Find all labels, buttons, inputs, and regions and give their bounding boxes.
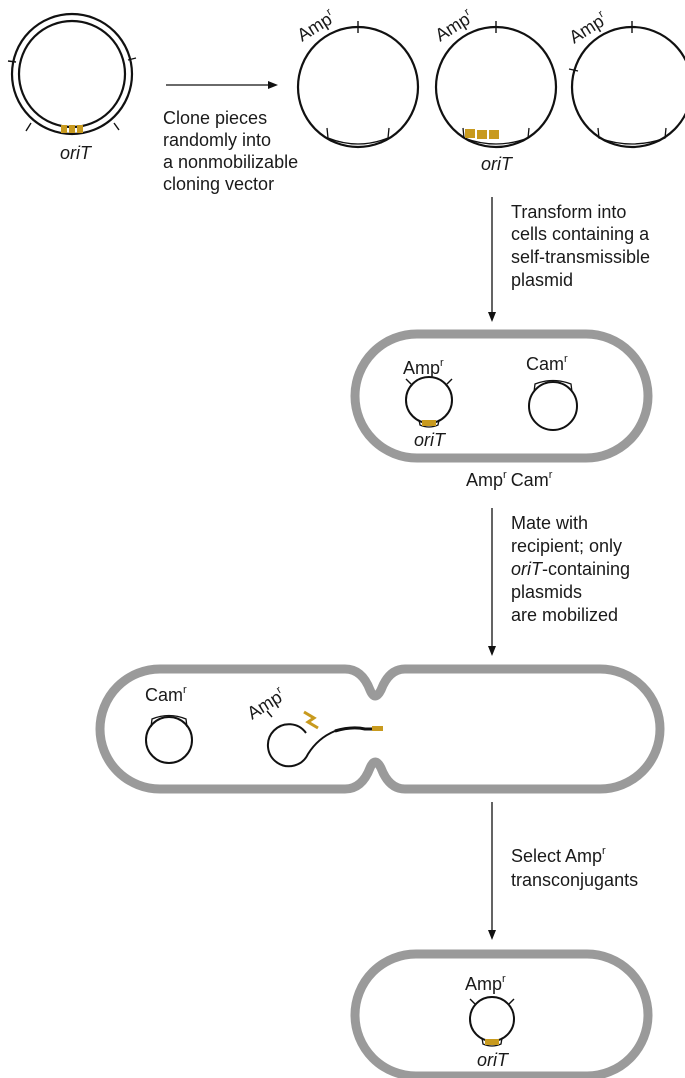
amp-label: Ampr (243, 684, 289, 724)
amp-orit-plasmid: Ampr oriT (465, 973, 515, 1070)
select-step-text: Select Ampr transconjugants (511, 845, 638, 890)
orit-label: oriT (60, 143, 93, 163)
mate-text-line-2: recipient; only (511, 536, 622, 556)
amp-label: Ampr (565, 8, 611, 48)
transform-text-line-3: self-transmissible (511, 247, 650, 267)
mate-text-line-3: oriT-containing (511, 559, 630, 579)
cam-label: Camr (145, 684, 187, 705)
clone-text-line-1: Clone pieces (163, 108, 267, 128)
clone-step-text: Clone pieces randomly into a nonmobiliza… (163, 108, 298, 194)
amp-label: Ampr (431, 6, 477, 46)
mobilizing-amp-plasmid: Ampr (243, 684, 383, 768)
transform-text-line-2: cells containing a (511, 224, 650, 244)
cam-plasmid: Camr (526, 353, 578, 431)
mate-step-text: Mate with recipient; only oriT-containin… (511, 513, 630, 625)
vector-plasmid-3: Ampr (565, 8, 685, 149)
mate-text-line-1: Mate with (511, 513, 588, 533)
orit-segment-marker (61, 125, 83, 133)
donor-cell: Ampr oriT Camr (350, 329, 653, 463)
vector-plasmid-1: Ampr (293, 6, 420, 149)
clone-text-line-2: randomly into (163, 130, 271, 150)
transform-text-line-4: plasmid (511, 270, 573, 290)
transform-step-text: Transform into cells containing a self-t… (511, 202, 650, 290)
amp-label: Ampr (465, 973, 506, 994)
mate-arrow (488, 508, 496, 656)
mate-text-line-4: plasmids (511, 582, 582, 602)
source-plasmid: oriT (7, 12, 137, 163)
cam-label: Camr (526, 353, 568, 374)
select-text-line-2: transconjugants (511, 870, 638, 890)
orit-label: oriT (477, 1050, 510, 1070)
orit-label: oriT (414, 430, 447, 450)
transform-text-line-1: Transform into (511, 202, 626, 222)
mate-text-line-5: are mobilized (511, 605, 618, 625)
select-arrow (488, 802, 496, 940)
select-text-line-1: Select Ampr (511, 845, 606, 866)
amp-label: Ampr (403, 357, 444, 378)
amp-orit-plasmid: Ampr oriT (403, 357, 453, 450)
clone-arrow (166, 81, 278, 89)
clone-text-line-3: a nonmobilizable (163, 152, 298, 172)
clone-text-line-4: cloning vector (163, 174, 274, 194)
cam-plasmid: Camr (145, 684, 193, 764)
transconjugant-cell: Ampr oriT (350, 949, 653, 1078)
transform-arrow (488, 197, 496, 322)
orit-segment-marker (465, 129, 499, 139)
orit-label: oriT (481, 154, 514, 174)
mating-pair: Camr Ampr (95, 664, 665, 794)
amp-label: Ampr (293, 6, 339, 46)
vector-plasmid-2: Ampr oriT (431, 6, 558, 174)
